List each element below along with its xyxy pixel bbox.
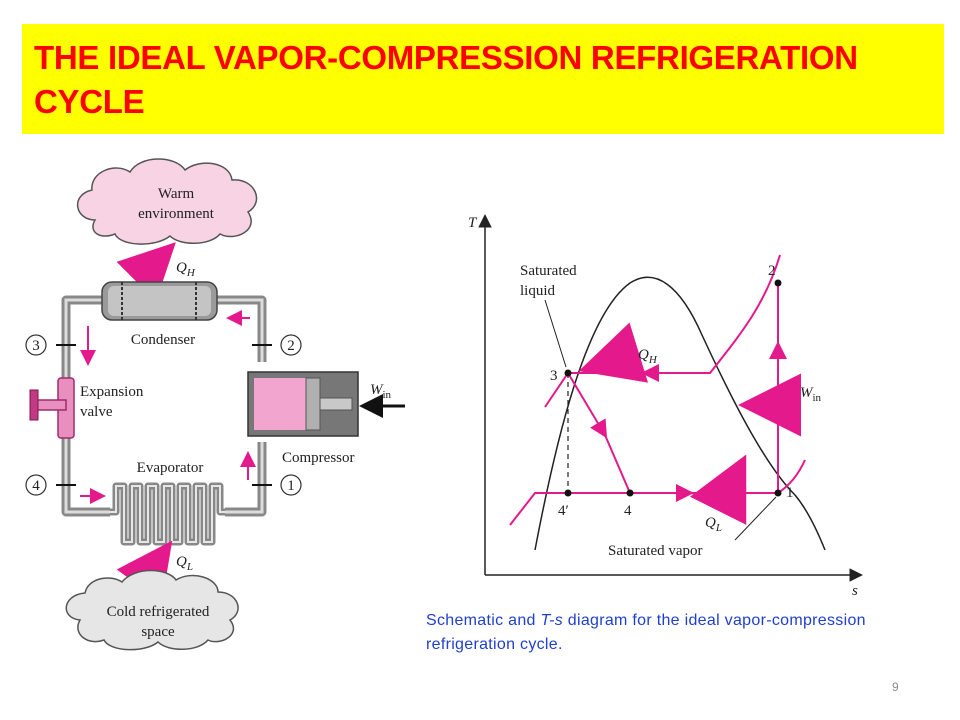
point-label-4: 4 [624,503,632,519]
state-marker-2: 2 [280,334,302,356]
point-label-1: 1 [786,485,794,501]
svg-text:Win: Win [800,385,822,404]
warm-label-2: environment [138,206,215,222]
compressor-unit [247,371,359,437]
svg-text:QL: QL [705,515,722,534]
saturation-dome [534,276,826,551]
qh-label: Q [176,260,187,276]
condenser-label: Condenser [131,332,195,348]
sat-liquid-label-1: Saturated [520,263,577,279]
caption-text-start: Schematic and [426,612,541,629]
point-label-2: 2 [768,263,776,279]
state-marker-1: 1 [280,474,302,496]
svg-text:2: 2 [287,338,295,354]
svg-text:4: 4 [32,478,40,494]
ql-sub: L [186,561,193,573]
figure-caption: Schematic and T-s diagram for the ideal … [426,609,896,657]
caption-text-end: diagram for the ideal vapor-compression … [426,612,866,653]
state-point-4prime [564,489,572,497]
ts-qh-sub: H [648,354,658,366]
state-marker-3: 3 [25,334,47,356]
ts-ql-sub: L [715,522,722,534]
ts-diagram: T s QH QL Win 1 2 3 4 4′ Saturated liqui… [468,214,863,599]
cold-label-1: Cold refrigerated [107,604,210,620]
svg-text:3: 3 [32,338,40,354]
state-point-3 [564,369,572,377]
point-label-3: 3 [550,368,558,384]
point-label-4prime: 4′ [558,503,569,519]
sat-liquid-label-2: liquid [520,283,556,299]
svg-text:QH: QH [638,347,658,366]
t-axis-label: T [468,215,478,231]
compressor-label: Compressor [282,450,355,466]
s-axis-label: s [852,583,858,599]
ts-win-sub: in [813,392,822,404]
state-point-1 [774,489,782,497]
warm-environment-cloud: Warm environment [76,158,258,245]
sat-vapor-label: Saturated vapor [608,543,703,559]
svg-text:Win: Win [370,382,392,401]
svg-text:1: 1 [287,478,295,494]
expansion-label-2: valve [80,404,113,420]
warm-label-1: Warm [158,186,195,202]
expansion-valve [29,377,75,439]
refrigeration-schematic: Warm environment QH Condenser Expansion … [25,158,405,651]
cold-space-cloud: Cold refrigerated space [65,569,239,651]
ql-arrow [689,454,747,525]
evaporator-label: Evaporator [137,460,204,476]
sat-liquid-leader [544,299,567,368]
win-arrow [738,373,802,437]
page-number: 9 [892,680,899,694]
state-marker-4: 4 [25,474,47,496]
slide-title: THE IDEAL VAPOR-COMPRESSION REFRIGERATIO… [34,39,858,120]
condenser-unit [101,281,218,321]
process-arrow-3-4 [567,372,608,439]
svg-text:QL: QL [176,554,193,573]
ts-win-label: W [800,385,814,401]
ql-label: Q [176,554,187,570]
cold-label-2: space [141,624,175,640]
svg-text:QH: QH [176,260,196,279]
evaporator-coil [110,482,225,546]
ts-ql-label: Q [705,515,716,531]
win-sub: in [383,389,392,401]
state-point-2 [774,279,782,287]
high-pressure-line [544,254,781,408]
sat-vapor-leader [734,496,777,541]
win-label: W [370,382,384,398]
ts-qh-label: Q [638,347,649,363]
expansion-label-1: Expansion [80,384,144,400]
qh-sub: H [186,267,196,279]
title-bar: THE IDEAL VAPOR-COMPRESSION REFRIGERATIO… [22,24,944,134]
caption-text-italic: T-s [540,612,564,629]
qh-arrow [578,322,649,383]
state-point-4 [626,489,634,497]
